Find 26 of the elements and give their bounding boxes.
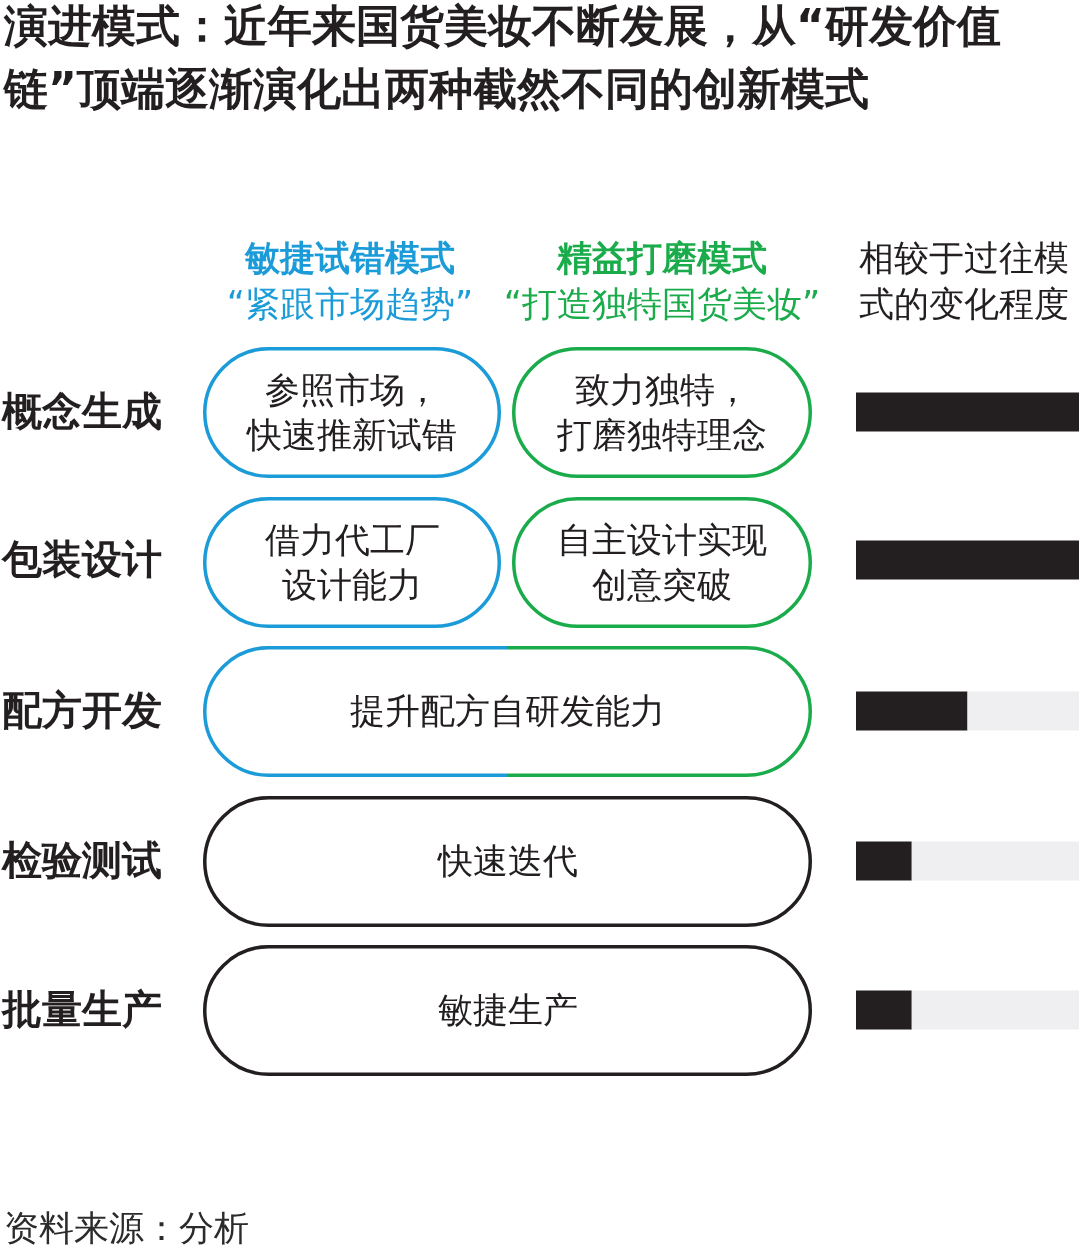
column-heading: 精益打磨模式: [557, 237, 767, 280]
stage-description: 参照市场，快速推新试错: [247, 368, 457, 457]
rounded-stage-box: [203, 796, 812, 927]
stage-description: 快速迭代: [437, 840, 578, 883]
column-heading: 敏捷试错模式: [245, 237, 455, 280]
diagram-title: 演进模式：近年来国货美妆不断发展，从“研发价值链”顶端逐渐演化出两种截然不同的创新模式: [4, 0, 1002, 116]
stage-description: 借力代工厂设计能力: [264, 518, 440, 607]
stage-description: 提升配方自研发能力: [350, 690, 665, 733]
rounded-stage-box: [203, 347, 501, 478]
column-subheading: “打造独特国货美妆”: [503, 283, 821, 326]
source-note: 资料来源：分析: [4, 1207, 249, 1250]
column-subheading: “紧跟市场趋势”: [226, 283, 474, 326]
stage-label: 批量生产: [2, 985, 162, 1034]
rounded-stage-box: [203, 945, 812, 1076]
rounded-stage-box: [203, 497, 501, 628]
stage-label: 概念生成: [2, 387, 162, 436]
stage-description: 自主设计实现创意突破: [557, 518, 767, 607]
stage-label: 检验测试: [2, 836, 162, 885]
stage-label: 配方开发: [2, 686, 162, 735]
rounded-stage-box: [512, 497, 812, 628]
stage-label: 包装设计: [2, 535, 162, 584]
stage-description: 敏捷生产: [437, 989, 578, 1032]
rounded-stage-box: [203, 646, 812, 777]
chart-title: 相较于过往模式的变化程度: [859, 237, 1070, 326]
stage-description: 致力独特，打磨独特理念: [557, 368, 767, 457]
rounded-stage-box: [512, 347, 812, 478]
